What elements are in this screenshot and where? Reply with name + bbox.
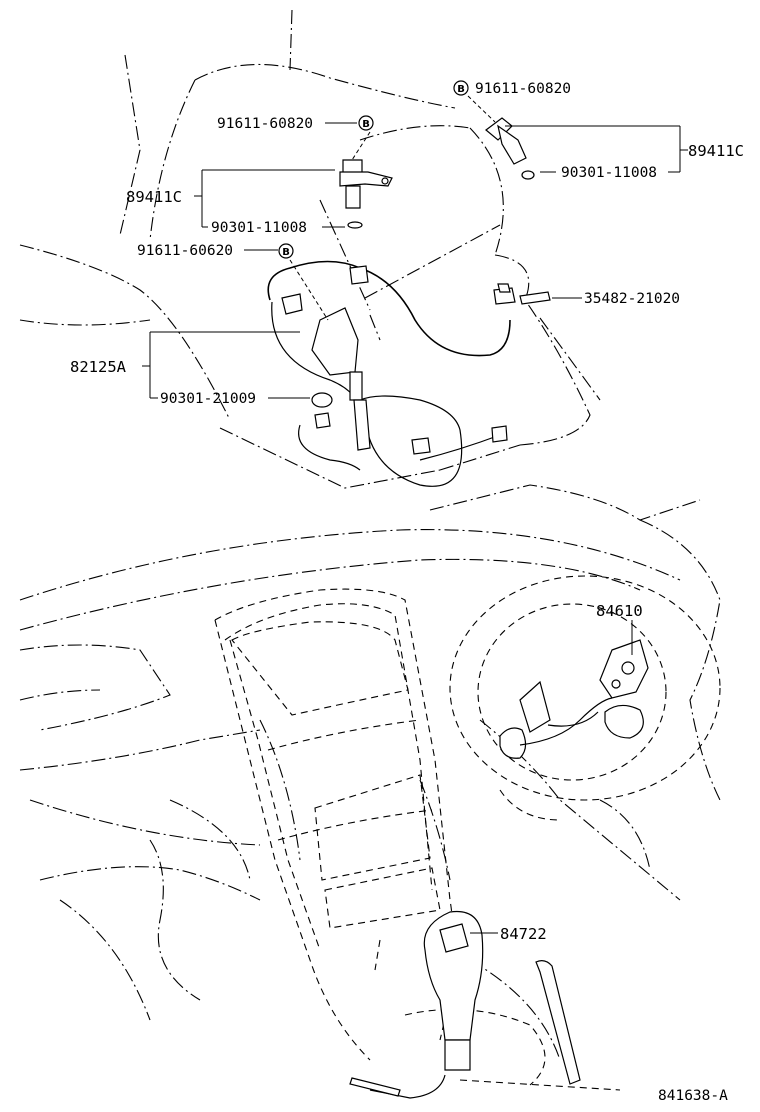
dashboard-outline: [19, 484, 721, 1061]
label-steering-switch: 84610: [596, 602, 643, 620]
label-bolt-top-right: 91611-60820: [475, 81, 571, 97]
steering-switch: [499, 639, 649, 759]
svg-text:B: B: [457, 84, 465, 95]
label-oring-left: 90301-11008: [211, 220, 307, 236]
transmission-outline: [19, 9, 601, 489]
speed-sensor-left: [339, 159, 393, 229]
neutral-switch: [493, 283, 551, 305]
shift-knob: [349, 910, 581, 1099]
label-harness: 82125A: [70, 358, 127, 376]
badge-b-harness: B: [278, 243, 294, 259]
label-sensor-left: 89411C: [126, 188, 182, 206]
wire-harness: [267, 260, 511, 487]
label-oring-harness: 90301-21009: [160, 391, 256, 407]
label-switch-part: 35482-21020: [584, 291, 680, 307]
label-sensor-right: 89411C: [688, 142, 744, 160]
label-oring-right: 90301-11008: [561, 165, 657, 181]
label-bolt-harness: 91611-60620: [137, 243, 233, 259]
leader-lines-top: [142, 95, 688, 399]
speed-sensor-right: [485, 117, 535, 180]
svg-text:B: B: [362, 119, 370, 130]
badge-b-top-right: B: [453, 80, 469, 96]
label-shift-switch: 84722: [500, 925, 547, 943]
figure-code: 841638-A: [658, 1088, 728, 1104]
leader-lines-bottom: [470, 620, 633, 934]
svg-text:B: B: [282, 247, 290, 258]
label-bolt-left: 91611-60820: [217, 116, 313, 132]
badge-b-left: B: [358, 115, 374, 131]
steering-wheel: [449, 575, 721, 821]
